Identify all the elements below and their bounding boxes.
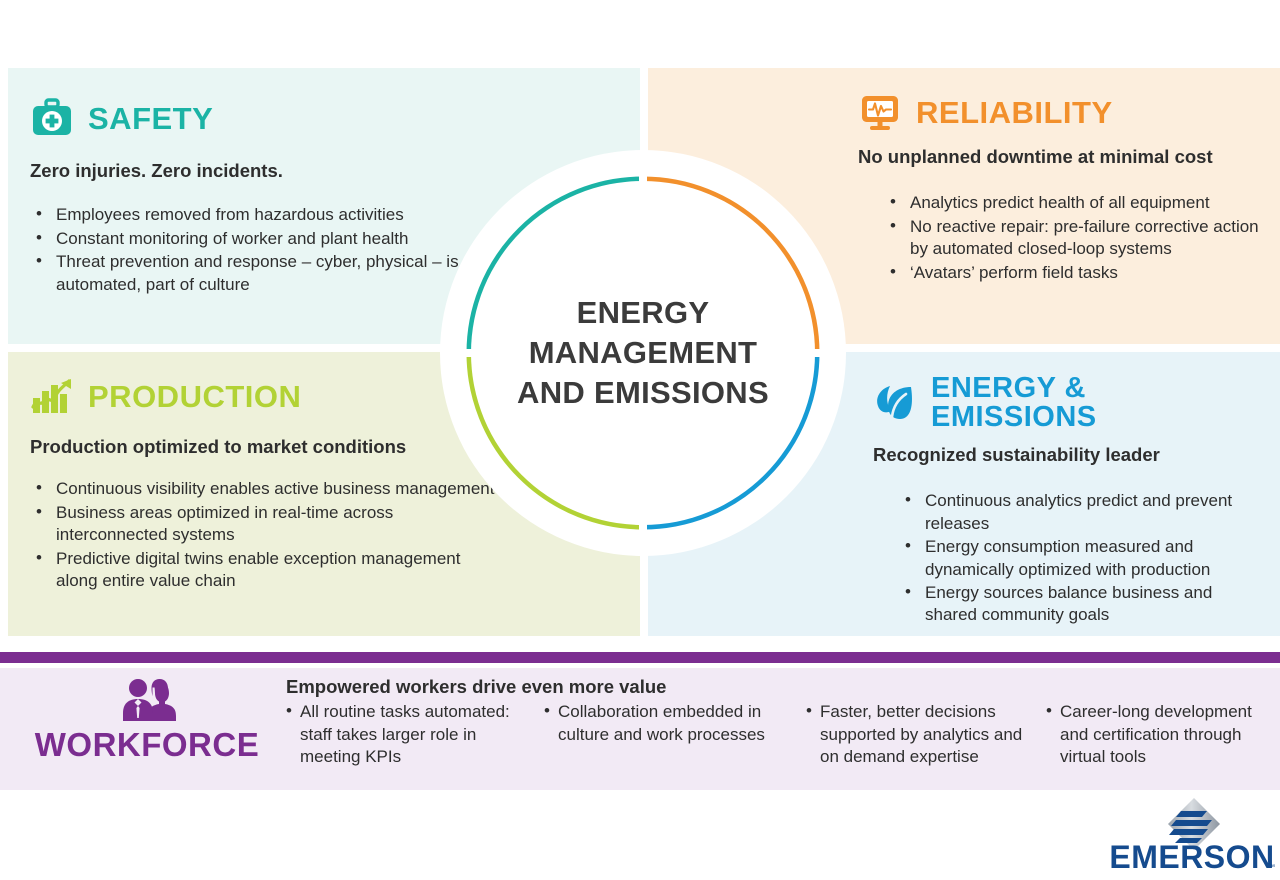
emerson-wordmark: EMERSON: [1109, 839, 1274, 875]
list-item: Employees removed from hazardous activit…: [30, 203, 470, 226]
list-item: Business areas optimized in real-time ac…: [30, 501, 500, 547]
production-title: PRODUCTION: [88, 378, 302, 414]
reliability-inner: RELIABILITY No unplanned downtime at min…: [858, 90, 1259, 285]
list-item: Analytics predict health of all equipmen…: [884, 191, 1274, 214]
list-item: Energy sources balance business and shar…: [899, 581, 1264, 627]
list-item: Threat prevention and response – cyber, …: [30, 250, 470, 296]
reliability-content: RELIABILITY No unplanned downtime at min…: [648, 68, 1280, 283]
workforce-logo: WORKFORCE: [18, 674, 276, 764]
workforce-headline: Empowered workers drive even more value: [286, 676, 667, 697]
safety-heading: SAFETY: [30, 90, 640, 146]
monitor-pulse-icon: [858, 90, 902, 134]
emerson-logo: EMERSON ™: [1108, 796, 1280, 876]
people-group-icon: [115, 674, 179, 724]
list-item: Constant monitoring of worker and plant …: [30, 227, 470, 250]
workforce-panel: WORKFORCE Empowered workers drive even m…: [0, 668, 1280, 790]
list-item: Predictive digital twins enable exceptio…: [30, 547, 500, 593]
list-item: Continuous visibility enables active bus…: [30, 477, 500, 500]
production-heading: PRODUCTION: [30, 368, 640, 424]
reliability-bullet-list: Analytics predict health of all equipmen…: [884, 191, 1274, 284]
production-content: PRODUCTION Production optimized to marke…: [8, 352, 640, 592]
safety-subtitle: Zero injuries. Zero incidents.: [30, 160, 283, 181]
safety-content: SAFETY Zero injuries. Zero incidents. Em…: [8, 68, 640, 296]
list-item: No reactive repair: pre-failure correcti…: [884, 215, 1274, 261]
center-disc: ENERGY MANAGEMENT AND EMISSIONS: [471, 181, 815, 525]
safety-bullet-list: Employees removed from hazardous activit…: [30, 203, 470, 296]
reliability-heading: RELIABILITY: [858, 90, 1258, 134]
list-item: Career-long development and certificatio…: [1042, 700, 1272, 769]
list-item: ‘Avatars’ perform field tasks: [884, 260, 1274, 284]
production-subtitle: Production optimized to market condition…: [30, 436, 407, 457]
trademark-symbol: ™: [1268, 864, 1275, 871]
safety-body: Zero injuries. Zero incidents. Employees…: [30, 160, 470, 296]
leaf-icon: [873, 381, 917, 425]
first-aid-kit-icon: [30, 96, 74, 140]
workforce-label: WORKFORCE: [34, 726, 260, 763]
energy-heading: ENERGY & EMISSIONS: [873, 374, 1258, 432]
emerson-diamond-logo: [1168, 798, 1220, 850]
list-item: Continuous analytics predict and prevent…: [899, 489, 1264, 535]
reliability-title: RELIABILITY: [916, 94, 1113, 130]
energy-title: ENERGY & EMISSIONS: [931, 372, 1097, 433]
workforce-columns: All routine tasks automated: staff takes…: [282, 700, 1272, 769]
energy-content: ENERGY & EMISSIONS Recognized sustainabi…: [648, 352, 1280, 625]
production-bullet-list: Continuous visibility enables active bus…: [30, 477, 500, 593]
reliability-subtitle: No unplanned downtime at minimal cost: [858, 146, 1213, 167]
workforce-divider: [0, 652, 1280, 663]
list-item: Collaboration embedded in culture and wo…: [540, 700, 802, 769]
list-item: Faster, better decisions supported by an…: [802, 700, 1042, 769]
safety-title: SAFETY: [88, 100, 214, 136]
production-body: Production optimized to market condition…: [30, 436, 500, 592]
center-hub: ENERGY MANAGEMENT AND EMISSIONS: [440, 150, 846, 556]
energy-inner: ENERGY & EMISSIONS Recognized sustainabi…: [873, 374, 1258, 628]
energy-subtitle: Recognized sustainability leader: [873, 444, 1160, 465]
list-item: Energy consumption measured and dynamica…: [899, 535, 1264, 581]
energy-bullet-list: Continuous analytics predict and prevent…: [899, 489, 1264, 627]
bar-chart-trend-icon: [30, 374, 74, 418]
list-item: All routine tasks automated: staff takes…: [282, 700, 540, 769]
center-title: ENERGY MANAGEMENT AND EMISSIONS: [517, 295, 769, 410]
